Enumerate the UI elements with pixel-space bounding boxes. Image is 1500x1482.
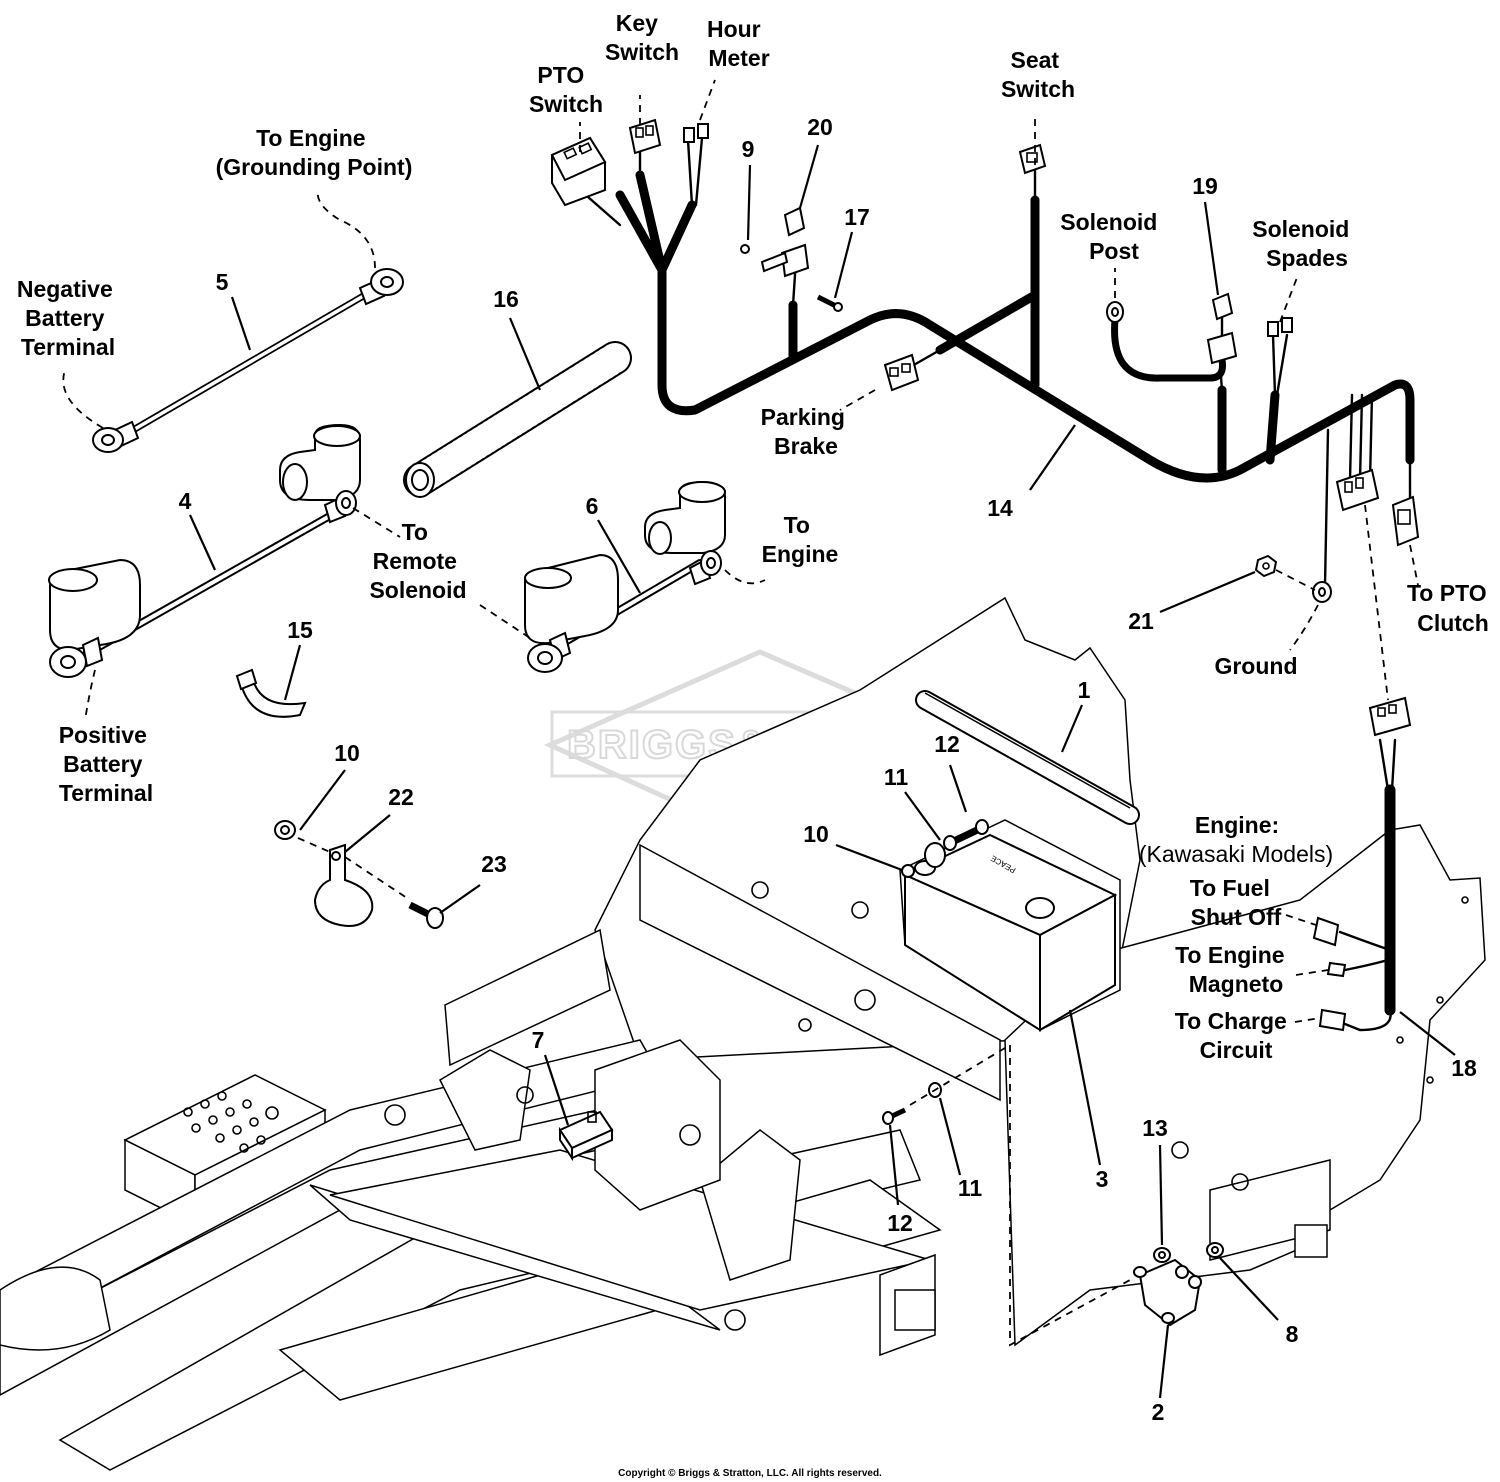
pto-switch-connector bbox=[550, 136, 607, 207]
callout-16: 16 bbox=[493, 286, 519, 312]
clamp-22 bbox=[313, 843, 374, 927]
callout-8: 8 bbox=[1286, 1321, 1299, 1347]
ground-ring-terminal bbox=[1312, 581, 1332, 603]
negative-battery-cable bbox=[92, 268, 404, 453]
label-ground: Ground bbox=[1214, 653, 1297, 679]
label-solenoid-post: Solenoid Post bbox=[1060, 209, 1164, 264]
callout-numbers: 1 2 3 4 5 6 7 8 9 10 10 11 11 12 12 13 1… bbox=[179, 114, 1477, 1425]
label-positive-battery-terminal: Positive Battery Terminal bbox=[59, 722, 154, 806]
callout-9: 9 bbox=[742, 136, 755, 162]
parking-brake-connector bbox=[883, 353, 920, 392]
split-loom-16 bbox=[403, 341, 632, 498]
screw-9 bbox=[740, 244, 750, 254]
solenoid-2 bbox=[1133, 1258, 1202, 1327]
labels: Key Switch Hour Meter PTO Switch Seat Sw… bbox=[17, 10, 1493, 1063]
starter-cable bbox=[524, 480, 726, 673]
callout-11-bottom: 11 bbox=[958, 1175, 983, 1201]
label-solenoid-spades: Solenoid Spades bbox=[1252, 216, 1356, 271]
callout-14: 14 bbox=[987, 495, 1013, 521]
key-switch-connector bbox=[628, 118, 662, 155]
pto-clutch-connector bbox=[1391, 495, 1420, 547]
label-to-remote-solenoid: To Remote Solenoid bbox=[369, 519, 466, 603]
label-to-engine: To Engine bbox=[762, 512, 839, 567]
callout-1: 1 bbox=[1078, 677, 1091, 703]
label-hour-meter: Hour Meter bbox=[707, 16, 770, 71]
screw-23 bbox=[408, 901, 444, 929]
label-to-fuel-shutoff: To Fuel Shut Off bbox=[1190, 875, 1282, 930]
nut-13 bbox=[1153, 1247, 1171, 1263]
callout-18: 18 bbox=[1451, 1055, 1477, 1081]
connector-19 bbox=[1206, 292, 1238, 365]
callout-13: 13 bbox=[1142, 1115, 1168, 1141]
battery-hardware bbox=[882, 819, 989, 1125]
hour-meter-connectors bbox=[683, 123, 709, 143]
copyright-notice: Copyright © Briggs & Stratton, LLC. All … bbox=[618, 1468, 882, 1479]
connector-20 bbox=[760, 206, 810, 278]
nut-8 bbox=[1206, 1242, 1224, 1258]
seat-switch-connector bbox=[1018, 143, 1047, 175]
callout-10-clamp: 10 bbox=[334, 740, 360, 766]
callout-7: 7 bbox=[532, 1027, 545, 1053]
engine-harness bbox=[1312, 696, 1412, 1032]
engine-connector bbox=[1335, 468, 1380, 512]
positive-battery-cable bbox=[48, 423, 361, 678]
label-key-switch: Key Switch bbox=[605, 10, 679, 65]
callout-12-top: 12 bbox=[934, 731, 960, 757]
label-seat-switch: Seat Switch bbox=[1001, 47, 1075, 102]
frame-holes bbox=[384, 881, 1469, 1331]
solenoid-spade-connectors bbox=[1267, 317, 1293, 337]
nut-21 bbox=[1254, 554, 1278, 578]
callout-11-top: 11 bbox=[884, 764, 909, 790]
label-to-engine-ground: To Engine (Grounding Point) bbox=[216, 125, 413, 180]
assembly-lines bbox=[62, 79, 1419, 1347]
callout-6: 6 bbox=[586, 493, 599, 519]
callout-3: 3 bbox=[1096, 1166, 1109, 1192]
foot-plate-holes bbox=[183, 1091, 279, 1153]
hold-down-strap-1 bbox=[915, 690, 1140, 825]
label-pto-switch: PTO Switch bbox=[529, 62, 603, 117]
leader-lines bbox=[188, 144, 1456, 1399]
callout-19: 19 bbox=[1192, 173, 1218, 199]
callout-22: 22 bbox=[388, 784, 414, 810]
callout-15: 15 bbox=[287, 617, 313, 643]
label-negative-battery-terminal: Negative Battery Terminal bbox=[17, 276, 119, 360]
label-kawasaki-models: (Kawasaki Models) bbox=[1139, 841, 1333, 867]
callout-5: 5 bbox=[216, 269, 229, 295]
callout-4: 4 bbox=[179, 488, 192, 514]
label-engine-heading: Engine: bbox=[1195, 812, 1279, 838]
callout-21: 21 bbox=[1128, 608, 1154, 634]
callout-20: 20 bbox=[807, 114, 833, 140]
screw-17 bbox=[816, 294, 843, 312]
switch-7 bbox=[558, 1110, 614, 1162]
solenoid-post-ring bbox=[1106, 301, 1124, 323]
label-to-engine-magneto: To Engine Magneto bbox=[1175, 942, 1291, 997]
nut-10-clamp bbox=[274, 820, 296, 840]
callout-2: 2 bbox=[1152, 1399, 1165, 1425]
callout-10-battery: 10 bbox=[803, 821, 829, 847]
callout-17: 17 bbox=[844, 204, 870, 230]
label-to-charge-circuit: To Charge Circuit bbox=[1175, 1008, 1293, 1063]
chassis-frame: ƎƆ∀ƎԀ bbox=[0, 596, 1486, 1471]
label-parking-brake: Parking Brake bbox=[761, 404, 852, 459]
callout-23: 23 bbox=[481, 851, 507, 877]
callout-12-bottom: 12 bbox=[887, 1210, 913, 1236]
label-to-pto-clutch: To PTO Clutch bbox=[1407, 580, 1493, 636]
cable-tie-15 bbox=[235, 668, 307, 718]
